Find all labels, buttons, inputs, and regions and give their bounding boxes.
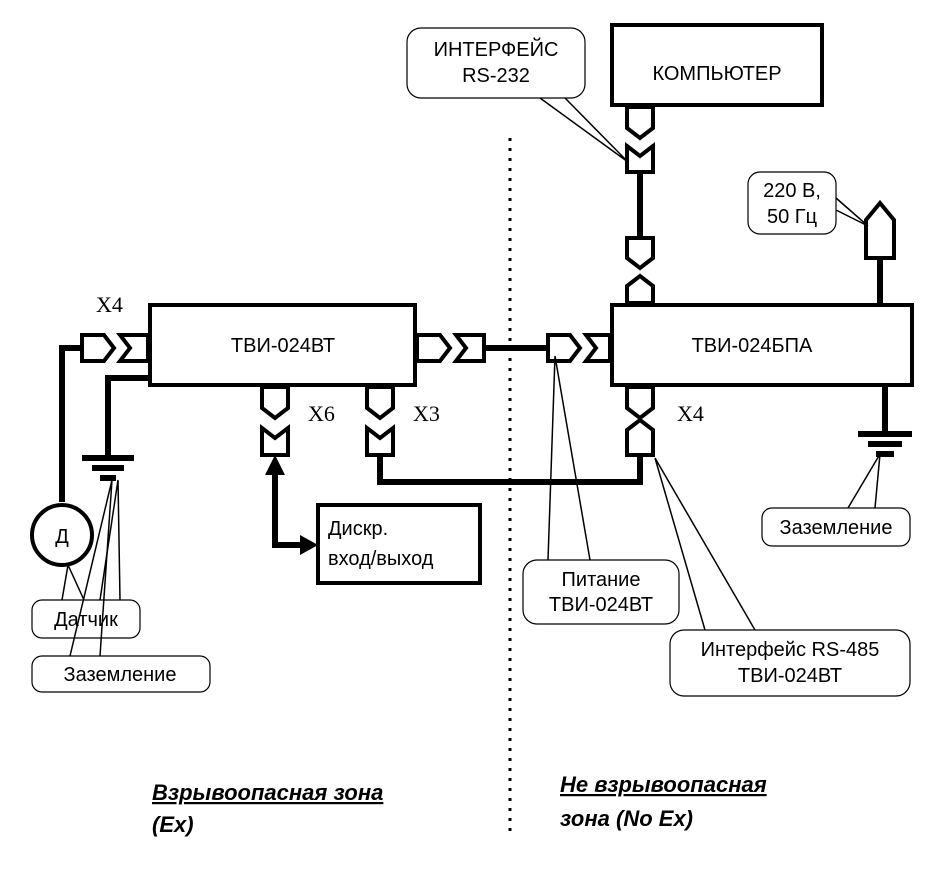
callout-sensor-text: Датчик: [54, 609, 118, 631]
discrete-io-block: [316, 503, 482, 585]
sensor-circle: [30, 503, 94, 567]
x4-left-label: X4: [96, 292, 123, 317]
callout-rs485-line-1: Интерфейс RS-485: [701, 639, 880, 661]
connector-x6: [260, 385, 290, 457]
tvi-024bpa-block: [610, 303, 914, 387]
connector-x3: [365, 385, 395, 457]
ground-left-icon: [82, 455, 134, 481]
callout-ground-left: Заземление: [31, 479, 211, 693]
arrow-right-icon: [300, 535, 318, 555]
safe-zone-code: зона (No Ex): [560, 806, 693, 831]
callout-rs232: ИНТЕРФЕЙС RS-232: [406, 27, 629, 163]
callout-ground-left-text: Заземление: [64, 664, 177, 686]
computer-label: КОМПЬЮТЕР: [652, 63, 781, 85]
arrow-up-icon: [265, 455, 285, 475]
callout-power-line-1: 220 В,: [763, 180, 821, 202]
hazard-zone-title: Взрывоопасная зона: [152, 780, 383, 805]
power-plug-icon: [864, 199, 896, 260]
connector-computer: [625, 105, 655, 174]
callout-supply-line-1: Питание: [562, 569, 641, 591]
connector-x4-right: [625, 385, 655, 457]
tvi-024vt-label: ТВИ-024ВТ: [231, 335, 335, 357]
x6-label: X6: [308, 401, 335, 426]
callout-power-line-2: 50 Гц: [767, 206, 817, 228]
callout-ground-right-text: Заземление: [780, 517, 893, 539]
callout-power: 220 В, 50 Гц: [747, 171, 869, 235]
callout-rs232-line-2: RS-232: [462, 65, 530, 87]
callout-ground-right: Заземление: [761, 453, 911, 547]
x3-label: X3: [413, 401, 440, 426]
hazard-zone-code: (Ex): [152, 812, 194, 837]
callout-rs485: Интерфейс RS-485 ТВИ-024ВТ: [654, 457, 911, 697]
connector-x4-left: [80, 333, 150, 363]
sensor-symbol: Д: [55, 526, 69, 548]
discrete-io-label-2: вход/выход: [328, 548, 434, 570]
wires: [59, 172, 888, 548]
callout-rs485-line-2: ТВИ-024ВТ: [738, 665, 842, 687]
connector-bpa-left: [546, 333, 612, 363]
ground-right-icon: [858, 431, 912, 457]
callout-supply: Питание ТВИ-024ВТ: [522, 355, 680, 625]
computer-block: [610, 23, 824, 107]
connector-bt-right: [415, 333, 486, 363]
safe-zone-title: Не взрывоопасная: [560, 772, 767, 797]
tvi-024bpa-label: ТВИ-024БПА: [692, 335, 813, 357]
discrete-io-label-1: Дискр.: [328, 518, 388, 540]
x4-right-label: X4: [677, 401, 704, 426]
callout-rs232-line-1: ИНТЕРФЕЙС: [434, 37, 559, 61]
connector-bpa-top: [625, 236, 655, 305]
callout-supply-line-2: ТВИ-024ВТ: [549, 594, 653, 616]
